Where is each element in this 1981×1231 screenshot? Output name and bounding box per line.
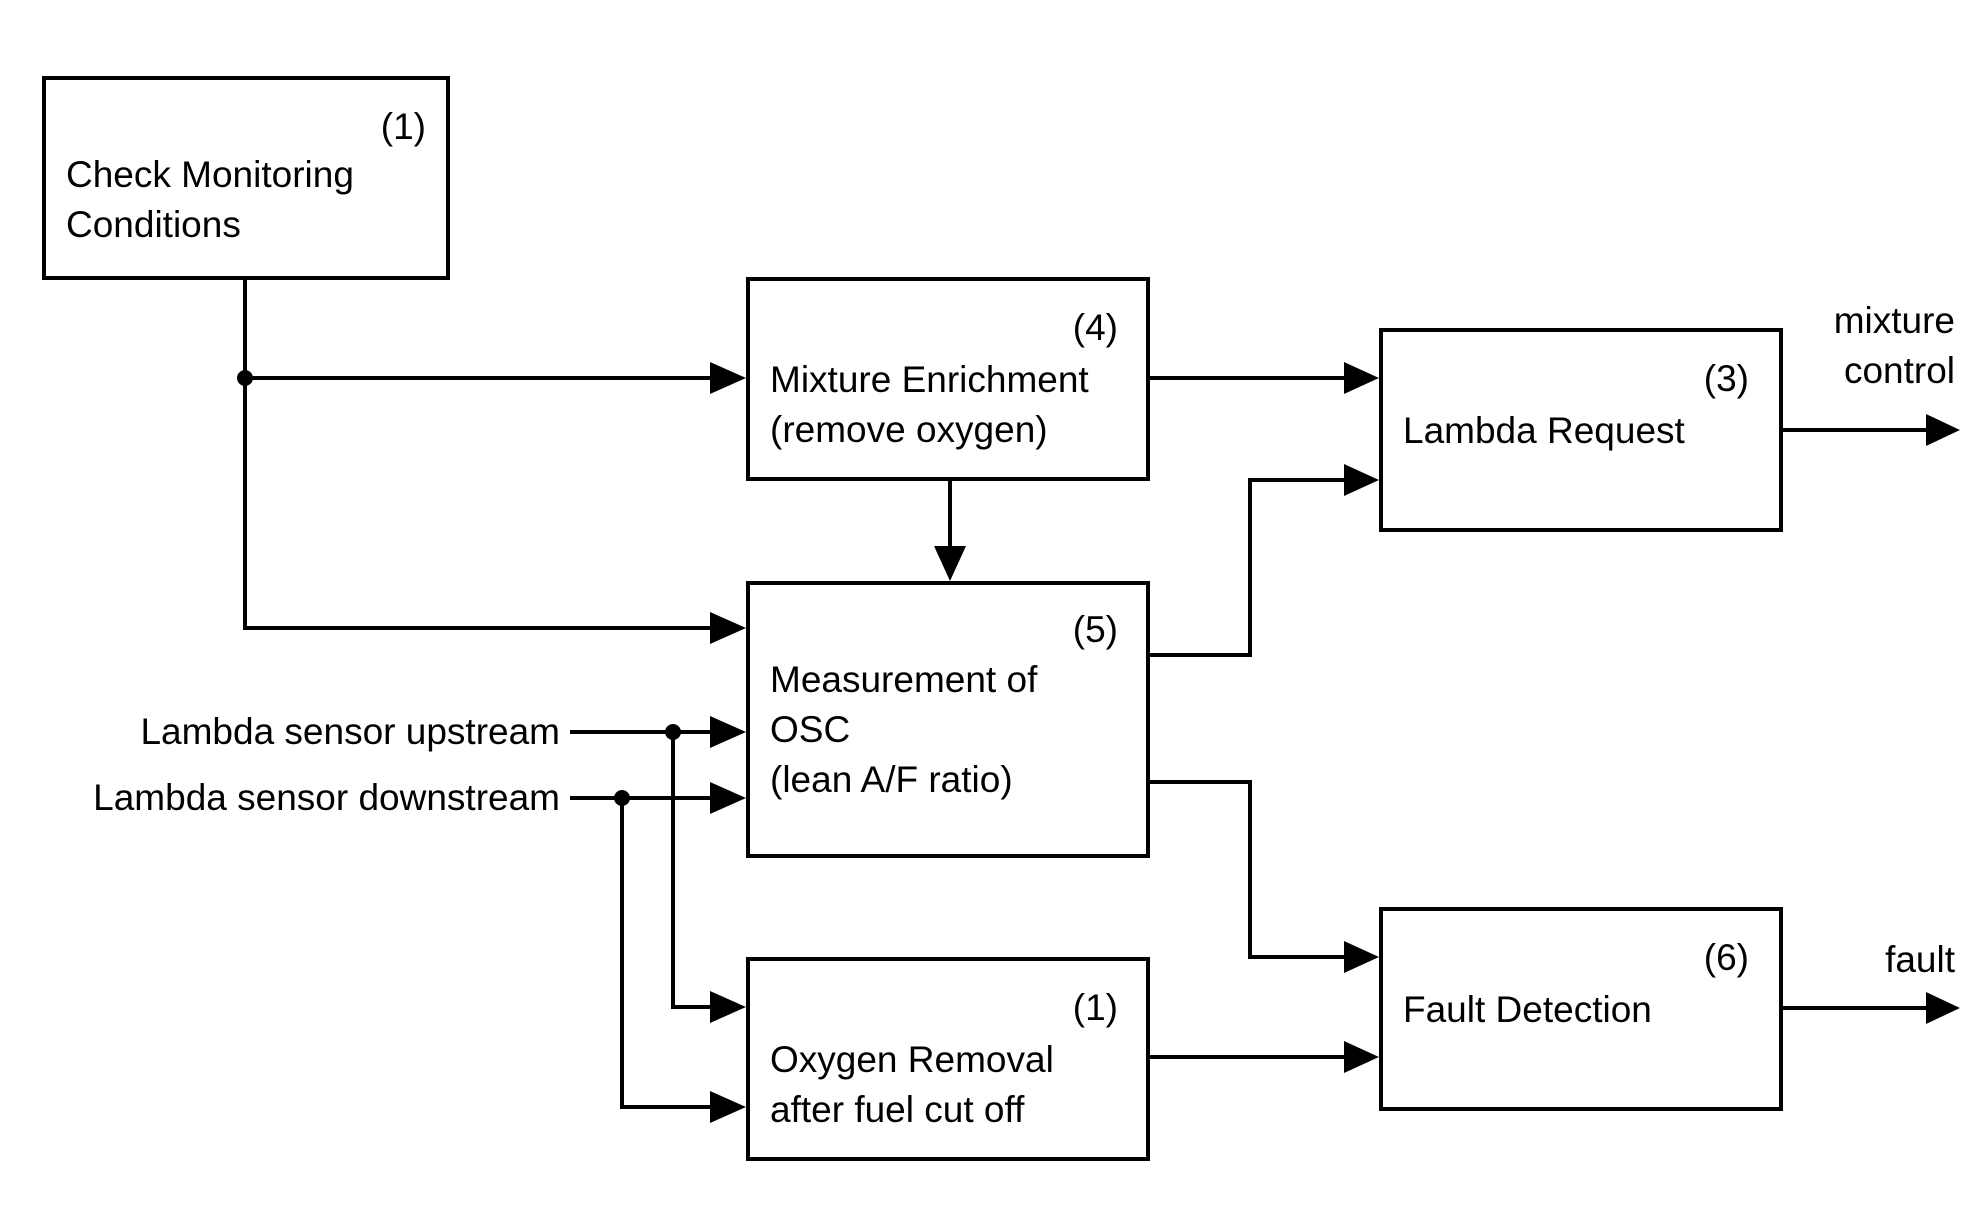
block-oxygen-removal-number: (1) bbox=[1072, 987, 1118, 1028]
arrowhead-fault-out bbox=[1926, 992, 1960, 1024]
output-label-mixture-control: mixture control bbox=[1834, 296, 1955, 396]
arrowhead-fault-in-1 bbox=[1344, 941, 1379, 973]
junction-dot-check bbox=[237, 370, 253, 386]
connector-measure-fault bbox=[1150, 780, 1344, 959]
arrowhead-oxygen-in-upstream bbox=[710, 991, 746, 1023]
block-measurement-osc-line-1: Measurement of bbox=[770, 659, 1038, 700]
arrowhead-enrich-in bbox=[710, 362, 746, 394]
junction-dot-downstream bbox=[614, 790, 630, 806]
block-check-monitoring: (1) Check Monitoring Conditions bbox=[42, 76, 450, 280]
junction-dot-upstream bbox=[665, 724, 681, 740]
block-measurement-osc-line-3: (lean A/F ratio) bbox=[770, 759, 1013, 800]
block-lambda-request-number: (3) bbox=[1703, 358, 1749, 399]
arrowhead-lambda-in-2 bbox=[1344, 464, 1379, 496]
arrowhead-measure-in-upstream bbox=[710, 716, 746, 748]
block-mixture-enrichment-line-2: (remove oxygen) bbox=[770, 409, 1048, 450]
block-lambda-request-label: Lambda Request bbox=[1403, 406, 1685, 456]
block-oxygen-removal: (1) Oxygen Removal after fuel cut off bbox=[746, 957, 1150, 1161]
connector-measure-lambda bbox=[1150, 478, 1344, 657]
block-fault-detection-label: Fault Detection bbox=[1403, 985, 1652, 1035]
block-measurement-osc-label: Measurement of OSC (lean A/F ratio) bbox=[770, 655, 1037, 805]
block-check-monitoring-number: (1) bbox=[380, 106, 426, 147]
block-oxygen-removal-label: Oxygen Removal after fuel cut off bbox=[770, 1035, 1054, 1135]
block-measurement-osc: (5) Measurement of OSC (lean A/F ratio) bbox=[746, 581, 1150, 858]
arrowhead-measure-in-top bbox=[710, 612, 746, 644]
block-check-monitoring-label: Check Monitoring Conditions bbox=[66, 150, 354, 250]
block-measurement-osc-line-2: OSC bbox=[770, 709, 851, 750]
block-oxygen-removal-line-2: after fuel cut off bbox=[770, 1089, 1025, 1130]
block-lambda-request: (3) Lambda Request bbox=[1379, 328, 1783, 532]
input-label-upstream: Lambda sensor upstream bbox=[140, 711, 560, 752]
connector-downstream-oxygen bbox=[620, 798, 710, 1109]
block-lambda-request-line-1: Lambda Request bbox=[1403, 410, 1685, 451]
output-label-mixture-line-1: mixture bbox=[1833, 300, 1955, 341]
arrowhead-measure-in-enrich bbox=[934, 546, 966, 581]
connector-check-trunk bbox=[243, 280, 710, 630]
block-mixture-enrichment-line-1: Mixture Enrichment bbox=[770, 359, 1089, 400]
arrowhead-lambda-in-1 bbox=[1344, 362, 1379, 394]
connector-upstream-oxygen bbox=[671, 732, 710, 1009]
block-fault-detection-number: (6) bbox=[1703, 937, 1749, 978]
output-label-fault: fault bbox=[1885, 939, 1955, 980]
block-fault-detection-line-1: Fault Detection bbox=[1403, 989, 1652, 1030]
block-mixture-enrichment-number: (4) bbox=[1072, 307, 1118, 348]
block-measurement-osc-number: (5) bbox=[1072, 609, 1118, 650]
arrowhead-measure-in-downstream bbox=[710, 782, 746, 814]
arrowhead-fault-in-2 bbox=[1344, 1041, 1379, 1073]
arrowhead-oxygen-in-downstream bbox=[710, 1091, 746, 1123]
arrowhead-mixture-out bbox=[1926, 414, 1960, 446]
block-oxygen-removal-line-1: Oxygen Removal bbox=[770, 1039, 1054, 1080]
block-mixture-enrichment-label: Mixture Enrichment (remove oxygen) bbox=[770, 355, 1089, 455]
input-label-downstream: Lambda sensor downstream bbox=[93, 777, 560, 818]
block-fault-detection: (6) Fault Detection bbox=[1379, 907, 1783, 1111]
block-mixture-enrichment: (4) Mixture Enrichment (remove oxygen) bbox=[746, 277, 1150, 481]
output-label-mixture-line-2: control bbox=[1843, 350, 1955, 391]
block-check-monitoring-line-1: Check Monitoring bbox=[66, 154, 354, 195]
block-check-monitoring-line-2: Conditions bbox=[66, 204, 241, 245]
